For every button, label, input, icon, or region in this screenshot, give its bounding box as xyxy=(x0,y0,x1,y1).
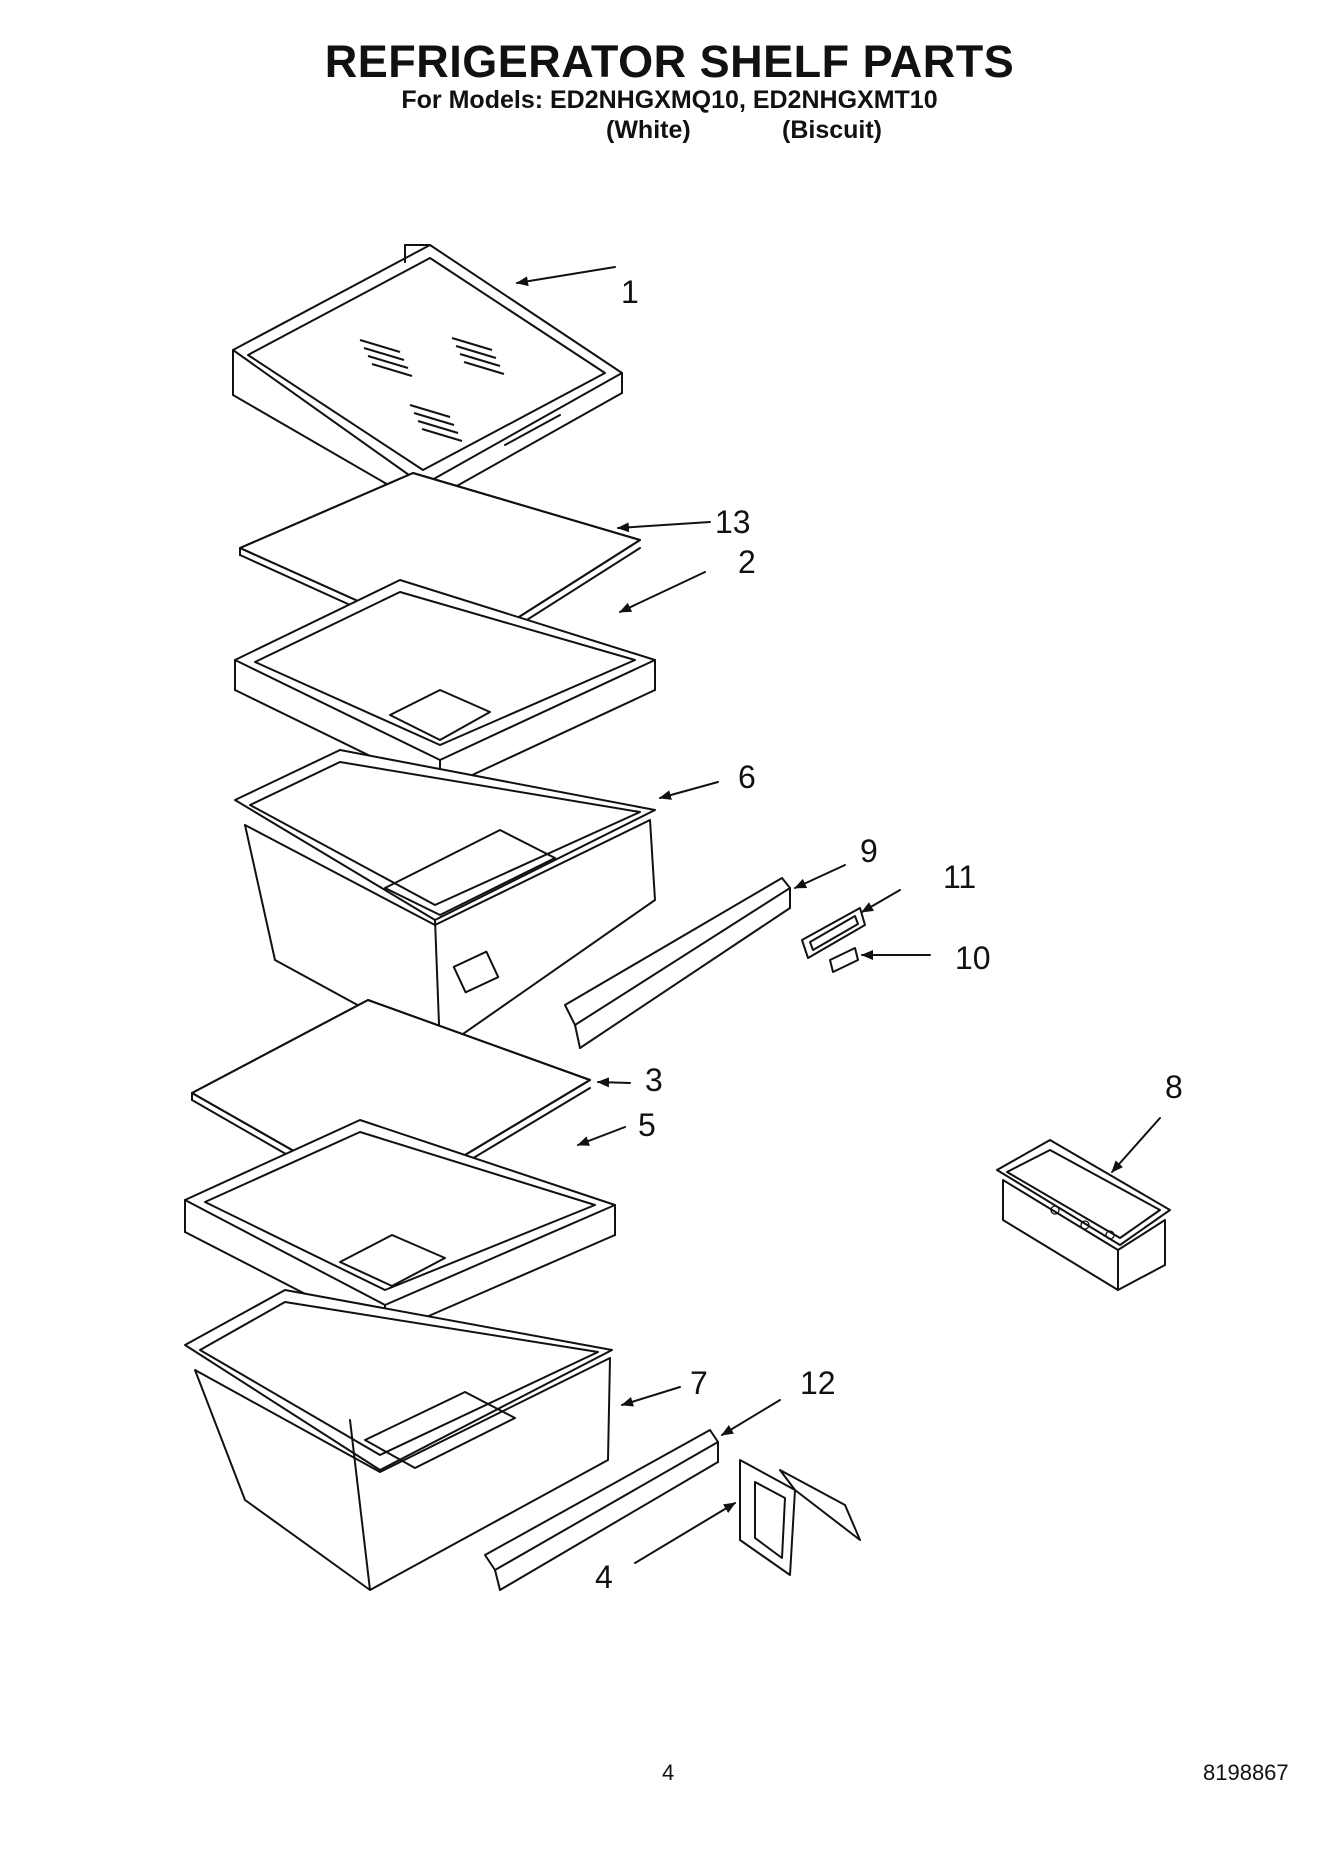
callout-5: 5 xyxy=(638,1107,656,1143)
callout-4: 4 xyxy=(595,1559,613,1595)
callout-2: 2 xyxy=(738,544,756,580)
callout-11: 11 xyxy=(943,859,976,895)
callout-6: 6 xyxy=(738,759,756,795)
rail-part-12 xyxy=(484,1429,719,1591)
crisper-frame-part-5 xyxy=(184,1119,616,1336)
page-title: REFRIGERATOR SHELF PARTS xyxy=(324,36,1015,87)
rail-part-9 xyxy=(564,877,791,1049)
crisper-drawer-part-7 xyxy=(184,1289,613,1591)
callout-8: 8 xyxy=(1165,1069,1183,1105)
callout-labels: 1 13 2 6 9 11 10 3 5 8 7 12 4 xyxy=(595,274,1183,1595)
callout-13: 13 xyxy=(715,504,751,540)
clip-part-11 xyxy=(801,907,866,959)
callout-3: 3 xyxy=(645,1062,663,1098)
models-line: For Models: ED2NHGXMQ10, ED2NHGXMT10 xyxy=(401,86,938,114)
document-number: 8198867 xyxy=(1203,1760,1289,1785)
label-holder-part-4 xyxy=(739,1459,861,1576)
callout-1: 1 xyxy=(621,274,639,310)
variant-white-label: (White) xyxy=(606,116,691,144)
crisper-frame-part-2 xyxy=(234,579,656,791)
clip-part-10 xyxy=(829,947,859,973)
shelf-part-1 xyxy=(232,244,623,506)
callout-leaders xyxy=(516,266,1161,1564)
crisper-drawer-part-6 xyxy=(234,749,656,1051)
callout-10: 10 xyxy=(955,940,991,976)
callout-7: 7 xyxy=(690,1365,708,1401)
callout-12: 12 xyxy=(800,1365,836,1401)
callout-9: 9 xyxy=(860,833,878,869)
page-number: 4 xyxy=(662,1760,675,1785)
variant-biscuit-label: (Biscuit) xyxy=(782,116,882,144)
door-bin-part-8 xyxy=(996,1139,1171,1291)
